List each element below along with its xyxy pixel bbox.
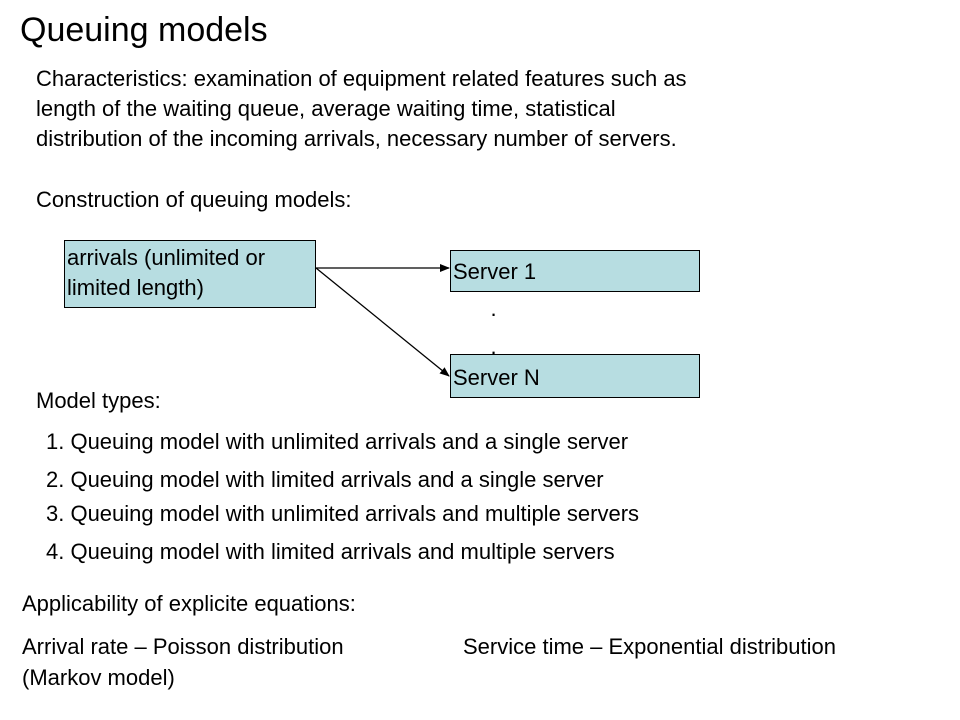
model-type-item: 3. Queuing model with unlimited arrivals…	[46, 501, 640, 526]
server-1-label: Server 1	[453, 259, 537, 284]
arrivals-label: limited length)	[67, 275, 204, 300]
arrival-rate-line: (Markov model)	[22, 665, 175, 690]
model-types-heading: Model types:	[36, 388, 161, 413]
characteristics-line: distribution of the incoming arrivals, n…	[36, 126, 677, 151]
arrival-rate-line: Arrival rate – Poisson distribution	[22, 634, 344, 659]
server-1-box: Server 1	[450, 250, 700, 292]
server-n-label: Server N	[453, 365, 540, 390]
characteristics-line: length of the waiting queue, average wai…	[36, 96, 616, 121]
characteristics-paragraph: Characteristics: examination of equipmen…	[36, 64, 836, 154]
model-type-item: 2. Queuing model with limited arrivals a…	[46, 467, 604, 492]
arrival-rate-text: Arrival rate – Poisson distribution (Mar…	[22, 633, 344, 692]
server-n-box: Server N	[450, 354, 700, 398]
arrivals-box: arrivals (unlimited or limited length)	[64, 240, 316, 308]
arrivals-label: arrivals (unlimited or	[67, 245, 266, 270]
page-title: Queuing models	[20, 11, 268, 49]
service-time-text: Service time – Exponential distribution	[463, 634, 836, 659]
characteristics-line: Characteristics: examination of equipmen…	[36, 66, 687, 91]
model-type-item: 4. Queuing model with limited arrivals a…	[46, 539, 615, 564]
construction-heading: Construction of queuing models:	[36, 187, 352, 212]
model-type-item: 1. Queuing model with unlimited arrivals…	[46, 429, 629, 454]
arrow-to-server-n	[315, 267, 450, 377]
applicability-heading: Applicability of explicite equations:	[22, 591, 356, 616]
